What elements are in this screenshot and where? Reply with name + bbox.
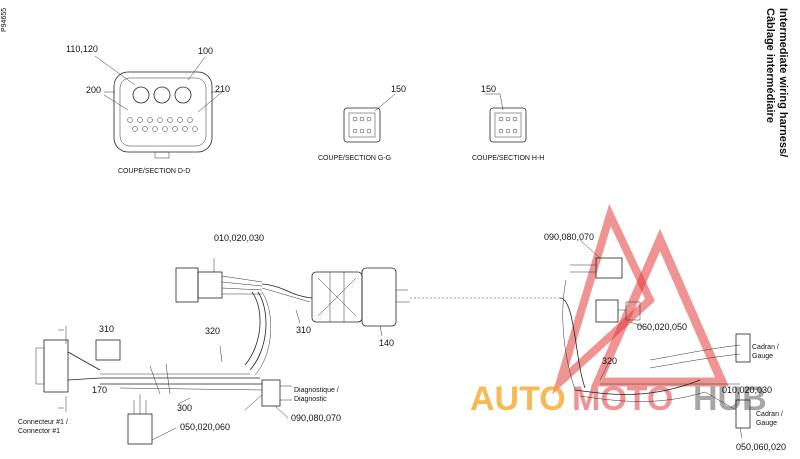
section-dd-connector: 110,120 100 200 210 COUPE/SECTION D-D (66, 44, 230, 175)
diag-label-line2: Diagnostic (294, 396, 327, 403)
diagram-title: Intermediate wiring harness/ Câblage int… (764, 8, 789, 157)
callout-140: 140 (379, 338, 394, 348)
callout-110-120: 110,120 (66, 44, 98, 54)
callout-050-020-060-left: 050,020,060 (180, 422, 230, 432)
callout-060-020-050: 060,020,050 (637, 322, 687, 332)
section-hh-connector: 150 COUPE/SECTION H-H (472, 84, 544, 162)
callout-150-gg: 150 (391, 84, 406, 94)
harness-assembly: 010,020,030 140 310 320 Diagnostique / D… (18, 232, 786, 452)
callout-320-right: 320 (602, 356, 617, 366)
section-gg-label: COUPE/SECTION G-G (318, 155, 391, 162)
callout-090-080-070-top: 090,080,070 (544, 232, 594, 242)
callout-010-020-030-right: 010,020,030 (722, 385, 772, 395)
callout-310-mid: 310 (296, 325, 311, 335)
callout-300: 300 (177, 403, 192, 413)
callout-010-020-030-left: 010,020,030 (214, 233, 264, 243)
callout-090-080-070-bottom: 090,080,070 (291, 413, 341, 423)
section-hh-label: COUPE/SECTION H-H (472, 155, 544, 162)
title-line1: Intermediate wiring harness/ (777, 8, 789, 157)
connector1-label-line1: Connecteur #1 / (18, 419, 68, 426)
section-dd-label: COUPE/SECTION D-D (118, 168, 190, 175)
gauge-a-label-line1: Cadran / (752, 344, 779, 351)
gauge-b-label-line2: Gauge (756, 420, 777, 427)
callout-050-060-020: 050,060,020 (736, 442, 786, 452)
gauge-b-label-line1: Cadran / (756, 411, 783, 418)
callout-200: 200 (86, 85, 101, 95)
watermark-logo: AUTO MOTO HUB (470, 203, 767, 418)
callout-320-left: 320 (205, 326, 220, 336)
callout-150-hh: 150 (481, 84, 496, 94)
drawing-code: P94655 (1, 8, 8, 32)
connector1-label-line2: Connector #1 (18, 428, 60, 435)
watermark-auto: AUTO (470, 380, 566, 418)
diag-label-line1: Diagnostique / (294, 387, 339, 394)
callout-170: 170 (92, 385, 107, 395)
callout-210: 210 (215, 84, 230, 94)
section-gg-connector: 150 COUPE/SECTION G-G (318, 84, 406, 162)
gauge-a-label-line2: Gauge (752, 353, 773, 360)
callout-310-left: 310 (99, 324, 114, 334)
watermark-moto: MOTO (572, 380, 673, 418)
watermark-hub: HUB (693, 380, 767, 418)
title-line2: Câblage intermédiaire (764, 8, 776, 123)
callout-100: 100 (198, 46, 213, 56)
